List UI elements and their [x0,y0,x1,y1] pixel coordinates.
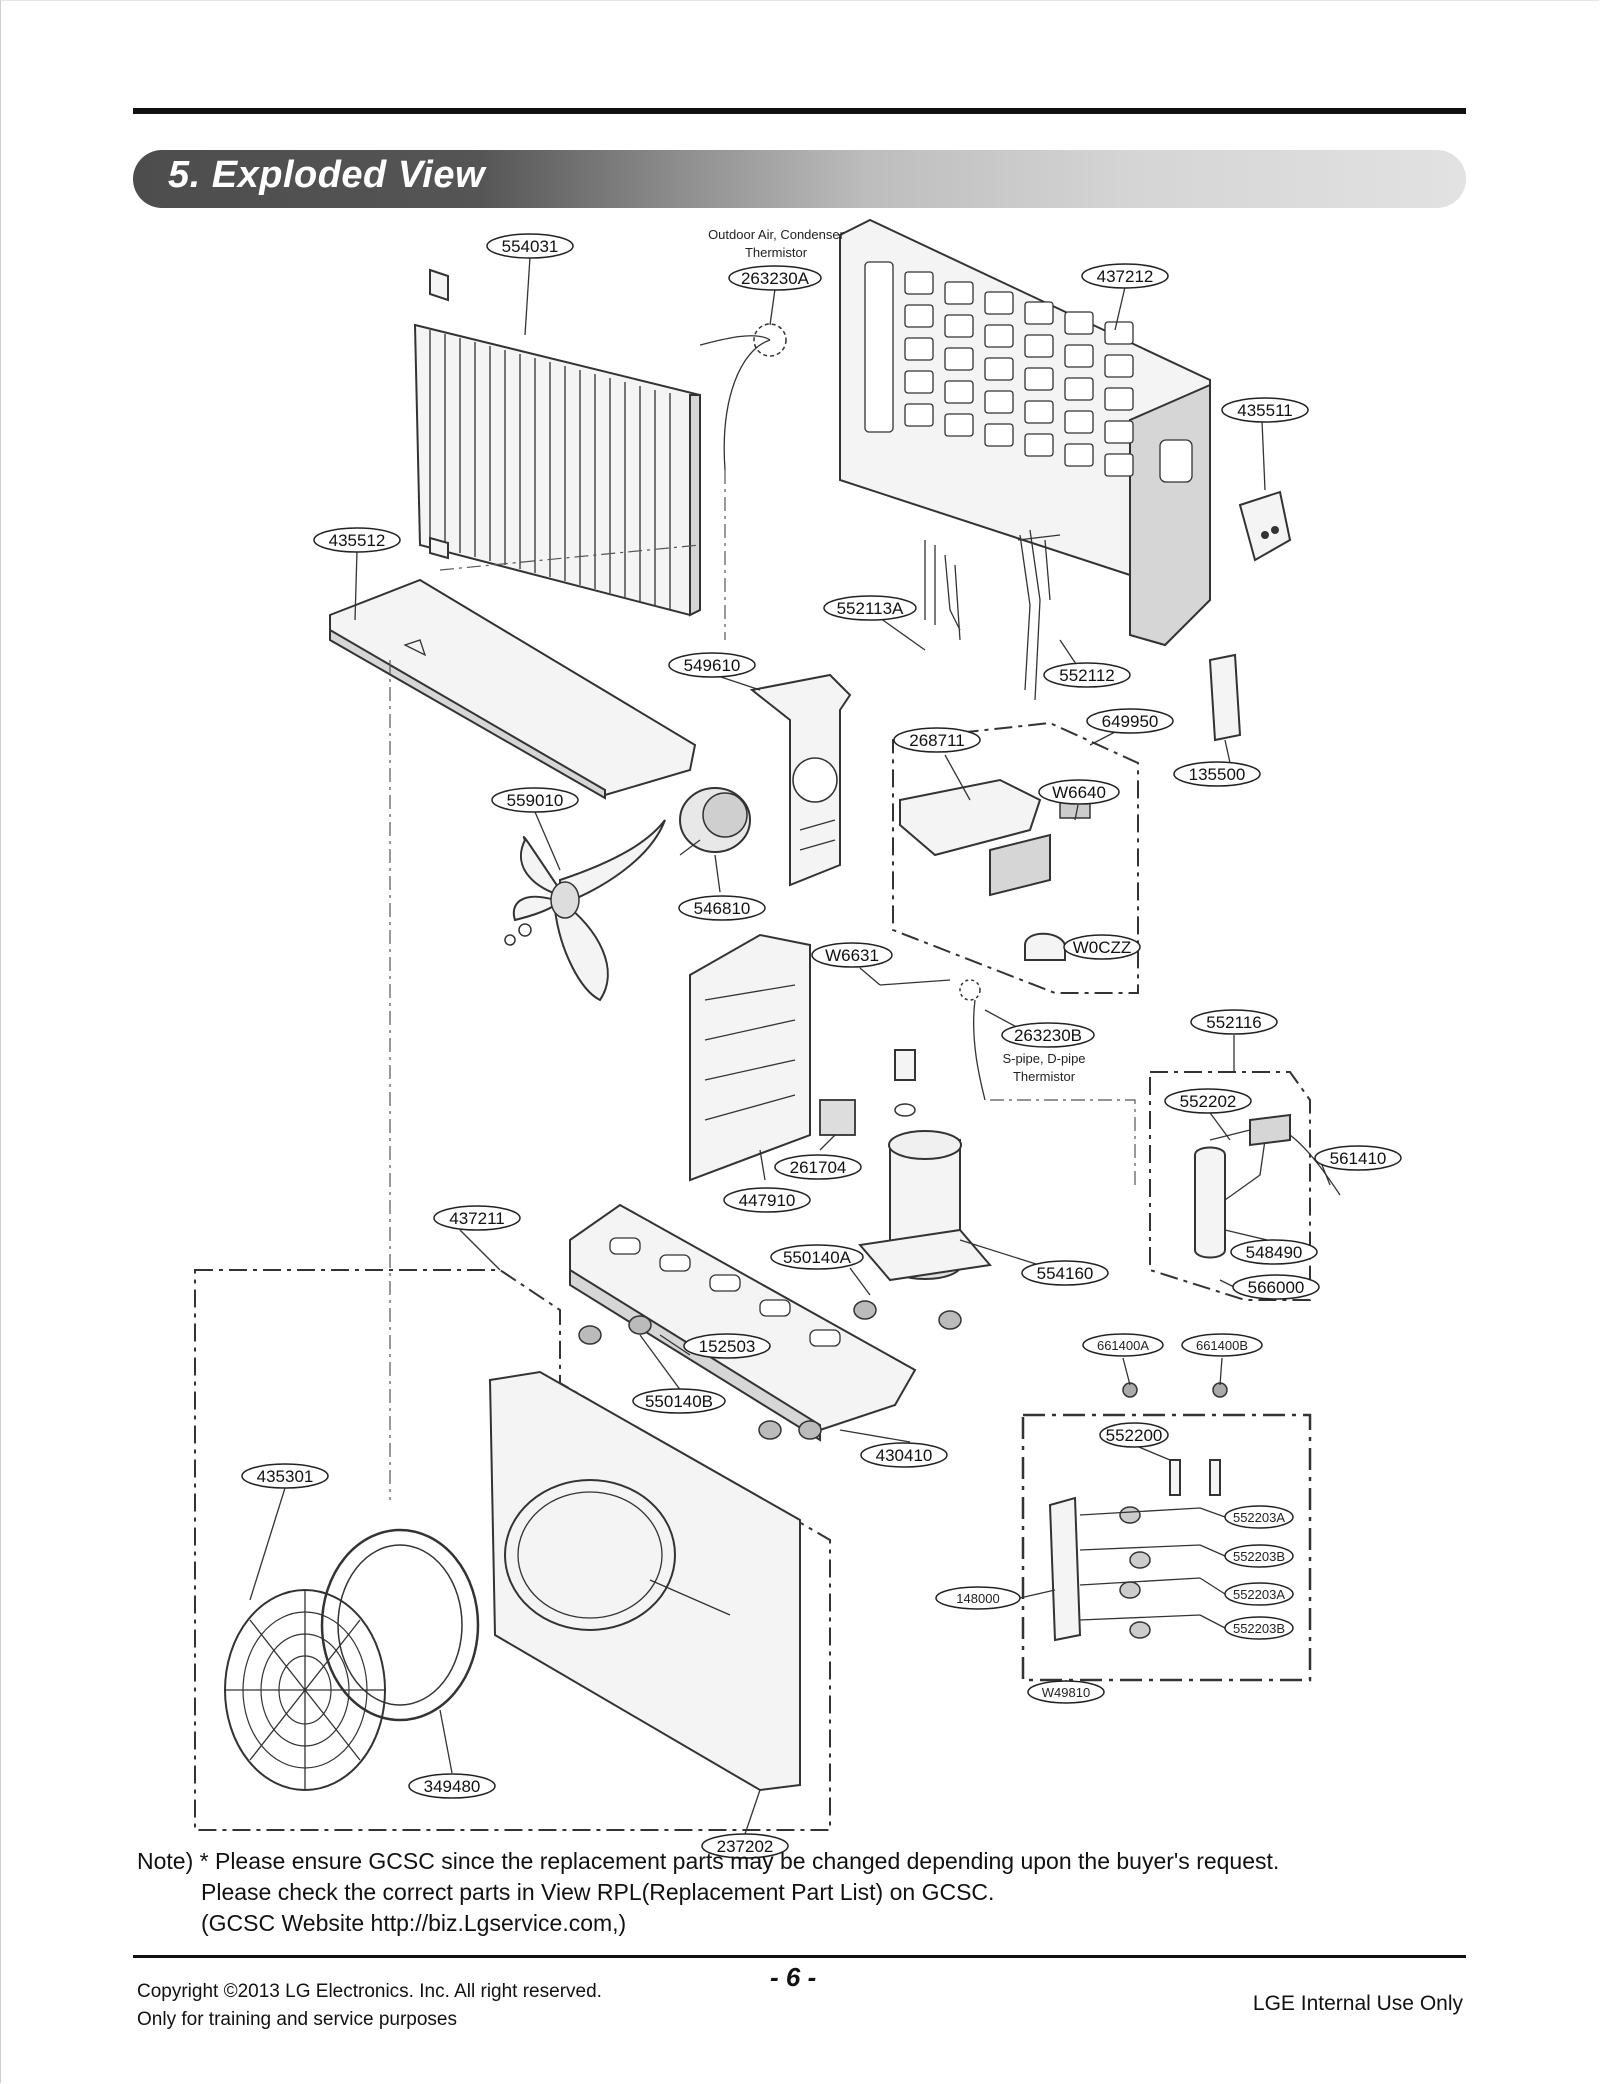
label-435511: 435511 [1237,401,1292,420]
control-box [899,778,1091,961]
bottom-rule [133,1955,1466,1958]
service-cover [1238,490,1292,562]
note-line-2: Please check the correct parts in View R… [201,1879,995,1905]
orifice-ring [320,1528,480,1722]
label-566000: 566000 [1248,1278,1305,1297]
service-valves [1048,1382,1228,1642]
reactor-coil [819,1099,856,1136]
label-552116: 552116 [1206,1013,1261,1032]
compressor [858,1049,992,1282]
label-437211: 437211 [449,1209,504,1228]
label-552203A-1: 552203A [1233,1510,1285,1525]
label-661400B: 661400B [1196,1338,1248,1353]
note-line-3: (GCSC Website http://biz.Lgservice.com,) [201,1910,627,1936]
label-561410: 561410 [1330,1149,1387,1168]
pipe-thermistor [879,979,1136,1185]
receiver-assembly [1194,1113,1341,1259]
label-552112: 552112 [1059,666,1114,685]
label-263230B: 263230B [1014,1026,1082,1045]
cabinet-rear [839,218,1211,647]
annotation-spipe-line1: S-pipe, D-pipe [1002,1051,1085,1066]
label-559010: 559010 [507,791,564,810]
annotation-outdoor-line1: Outdoor Air, Condenser [708,227,845,242]
label-435301: 435301 [257,1467,314,1486]
part-labels: 554031 263230A 437212 435511 435512 5521… [241,233,1402,1859]
footer-left: Copyright ©2013 LG Electronics. Inc. All… [137,1978,602,2034]
label-552200: 552200 [1106,1426,1163,1445]
section-banner [133,150,1466,208]
label-661400A: 661400A [1097,1338,1149,1353]
pipe-assembly [924,529,1061,701]
label-349480: 349480 [424,1777,481,1796]
label-135500: 135500 [1189,765,1246,784]
label-435512: 435512 [329,531,386,550]
note-block: Note) * Please ensure GCSC since the rep… [137,1846,1279,1939]
label-148000: 148000 [956,1591,999,1606]
label-W6640: W6640 [1052,783,1106,802]
label-437212: 437212 [1097,267,1154,286]
training-text: Only for training and service purposes [137,2009,457,2030]
condenser-coil [413,268,701,617]
label-447910: 447910 [739,1191,796,1210]
section-title: 5. Exploded View [168,154,486,196]
motor-bracket [749,673,852,887]
note-line-1: Note) * Please ensure GCSC since the rep… [137,1848,1280,1874]
label-546810: 546810 [694,899,751,918]
label-554160: 554160 [1037,1264,1094,1283]
label-550140B: 550140B [645,1392,713,1411]
label-W49810: W49810 [1042,1685,1090,1700]
copyright-text: Copyright ©2013 LG Electronics. Inc. All… [137,1981,602,2002]
fan-motor [679,787,751,856]
fan-grille [224,1589,386,1791]
label-W6631: W6631 [825,946,879,965]
reactor [1208,653,1242,742]
internal-use-text: LGE Internal Use Only [1252,1992,1463,2015]
annotation-spipe-line2: Thermistor [1013,1069,1076,1084]
label-554031: 554031 [502,237,559,256]
front-panel [488,1370,801,1792]
label-550140A: 550140A [783,1248,852,1267]
page-number: - 6 - [770,1962,817,1992]
label-552113A: 552113A [837,599,904,618]
propeller-fan [504,819,666,1002]
label-430410: 430410 [876,1446,933,1465]
label-152503: 152503 [699,1337,756,1356]
label-552203B-2: 552203B [1233,1621,1285,1636]
label-237202: 237202 [717,1837,774,1856]
label-649950: 649950 [1102,712,1159,731]
label-268711: 268711 [909,731,964,750]
label-552202: 552202 [1180,1092,1237,1111]
label-549610: 549610 [684,656,741,675]
outdoor-thermistor [699,323,787,640]
label-552203B-1: 552203B [1233,1549,1285,1564]
base-pan [569,1203,962,1442]
top-cover [329,544,701,1500]
annotation-outdoor-line2: Thermistor [745,245,808,260]
label-263230A: 263230A [741,269,810,288]
label-552203A-2: 552203A [1233,1587,1285,1602]
label-W0CZZ: W0CZZ [1073,938,1132,957]
label-261704: 261704 [790,1158,847,1177]
label-548490: 548490 [1246,1243,1303,1262]
barrier [689,933,811,1182]
top-rule [133,108,1466,114]
